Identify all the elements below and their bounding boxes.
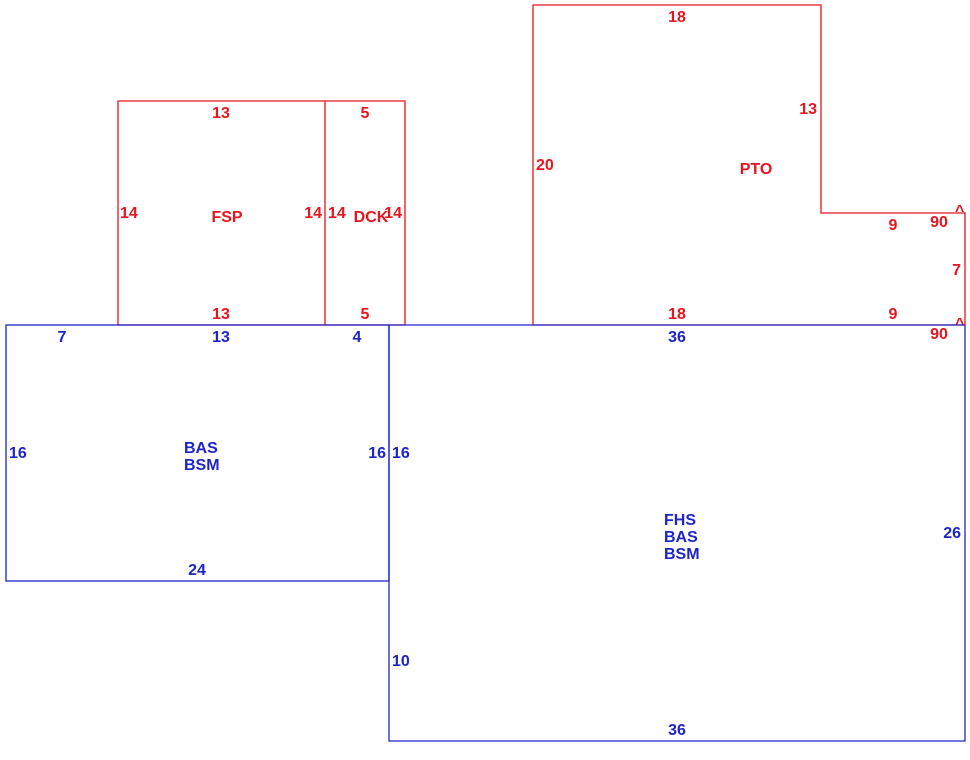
- fsp-dim-left: 14: [120, 205, 138, 222]
- fhs-dim-left-lower: 10: [392, 653, 410, 670]
- fhs-dim-left-upper: 16: [392, 445, 410, 462]
- dck-dim-bottom: 5: [361, 306, 370, 323]
- fsp-dim-bottom: 13: [212, 306, 230, 323]
- fsp-dim-right: 14: [304, 205, 322, 222]
- dck-dim-left: 14: [328, 205, 346, 222]
- fhs-code-2: BAS: [664, 529, 698, 546]
- pto-outline: [532, 4, 966, 325]
- fsp-outline: [117, 100, 326, 325]
- bas-left-dim-top-b: 13: [212, 329, 230, 346]
- dck-outline: [325, 100, 406, 325]
- fsp-label: FSP: [211, 209, 242, 226]
- angle-mark-top: ^: [955, 203, 964, 220]
- bas-left-dim-right: 16: [368, 445, 386, 462]
- fhs-code-1: FHS: [664, 512, 696, 529]
- pto-label: PTO: [740, 161, 773, 178]
- pto-dim-step-bottom: 9: [889, 306, 898, 323]
- bas-left-code-1: BAS: [184, 440, 218, 457]
- bas-left-dim-left: 16: [9, 445, 27, 462]
- fhs-outline: [388, 324, 966, 742]
- pto-dim-bottom: 18: [668, 306, 686, 323]
- pto-dim-step-top: 9: [889, 217, 898, 234]
- fhs-dim-top: 36: [668, 329, 686, 346]
- dck-label: DCK: [354, 209, 389, 226]
- pto-dim-step-right: 7: [952, 262, 961, 279]
- pto-dim-top: 18: [668, 9, 686, 26]
- pto-dim-angle-top: 90: [930, 214, 948, 231]
- pto-dim-left: 20: [536, 157, 554, 174]
- bas-left-code-2: BSM: [184, 457, 220, 474]
- dck-dim-right: 14: [384, 205, 402, 222]
- bas-left-dim-bottom: 24: [188, 562, 206, 579]
- bas-left-dim-top-a: 7: [58, 329, 67, 346]
- fsp-dim-top: 13: [212, 105, 230, 122]
- pto-dim-angle-bottom: 90: [930, 326, 948, 343]
- fhs-dim-right: 26: [943, 525, 961, 542]
- fhs-dim-bottom: 36: [668, 722, 686, 739]
- bas-left-dim-top-c: 4: [353, 329, 362, 346]
- dck-dim-top: 5: [361, 105, 370, 122]
- pto-dim-right-upper: 13: [799, 101, 817, 118]
- fhs-code-3: BSM: [664, 546, 700, 563]
